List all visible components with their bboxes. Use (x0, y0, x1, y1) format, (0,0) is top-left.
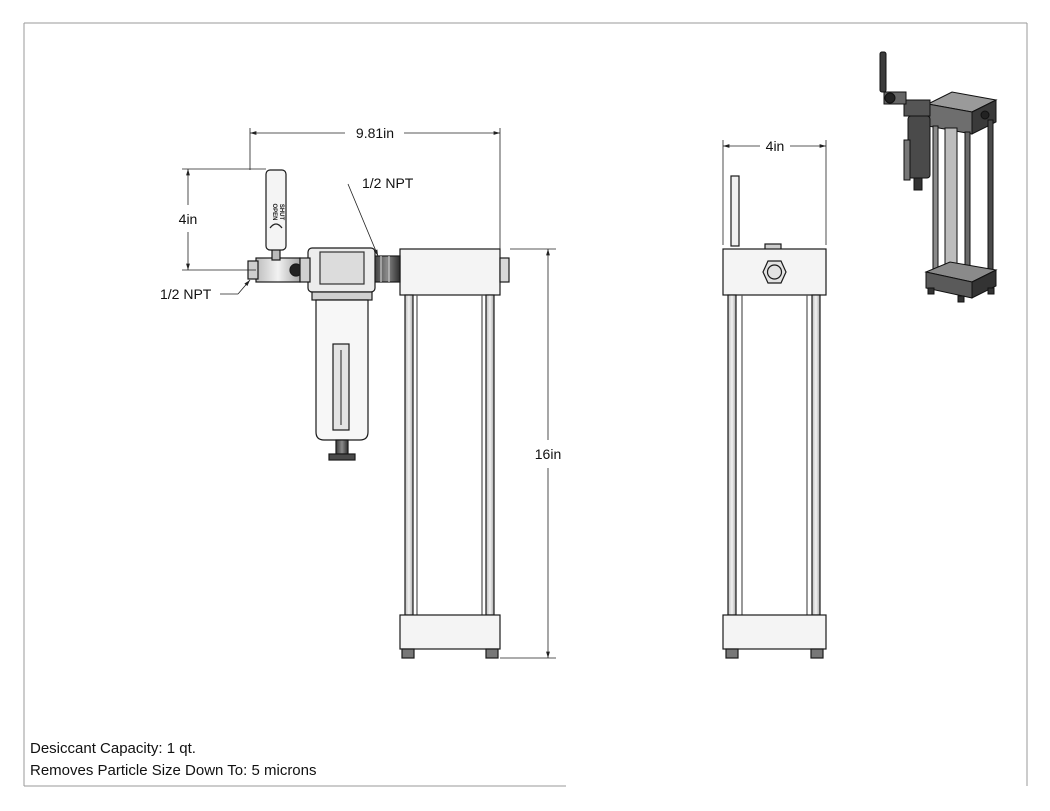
tie-rod-right (485, 294, 495, 616)
outlet-nipple (499, 257, 510, 283)
bottom-cap (399, 614, 501, 650)
side-tie-rod-right (811, 294, 821, 616)
valve-shut-label: SHUT (278, 204, 284, 221)
top-cap (399, 248, 501, 296)
dim-side-width (722, 140, 827, 245)
dim-overall-width (249, 128, 501, 250)
drain-valve (335, 439, 349, 455)
side-bottom-cap (722, 614, 827, 650)
isometric-view (879, 51, 998, 303)
callout-inlet-port (220, 279, 251, 295)
valve-handle (265, 169, 287, 251)
foot-left (401, 648, 415, 659)
dim-handle-height (182, 168, 266, 271)
desiccant-capacity-note: Desiccant Capacity: 1 qt. (30, 740, 196, 757)
foot-right (485, 648, 499, 659)
side-handle (730, 175, 740, 247)
front-view (247, 169, 510, 659)
callout-outlet-port-label: 1/2 NPT (362, 175, 414, 191)
union-fitting (373, 255, 401, 283)
spec-notes: Desiccant Capacity: 1 qt. Removes Partic… (30, 738, 317, 782)
dim-overall-height (500, 248, 556, 659)
particle-size-note: Removes Particle Size Down To: 5 microns (30, 762, 317, 779)
callout-inlet-port-label: 1/2 NPT (160, 286, 212, 302)
side-port-hex (762, 260, 787, 284)
valve-open-label: OPEN (271, 203, 277, 220)
sheet-border (23, 22, 1028, 787)
dim-overall-height-label: 16in (535, 446, 561, 462)
dim-handle-height-label: 4in (179, 211, 198, 227)
side-tie-rod-left (727, 294, 737, 616)
side-view (722, 175, 827, 659)
dim-overall-width-label: 9.81in (356, 125, 394, 141)
dim-side-width-label: 4in (766, 138, 785, 154)
tie-rod-left (404, 294, 414, 616)
callout-outlet-port (347, 183, 379, 257)
